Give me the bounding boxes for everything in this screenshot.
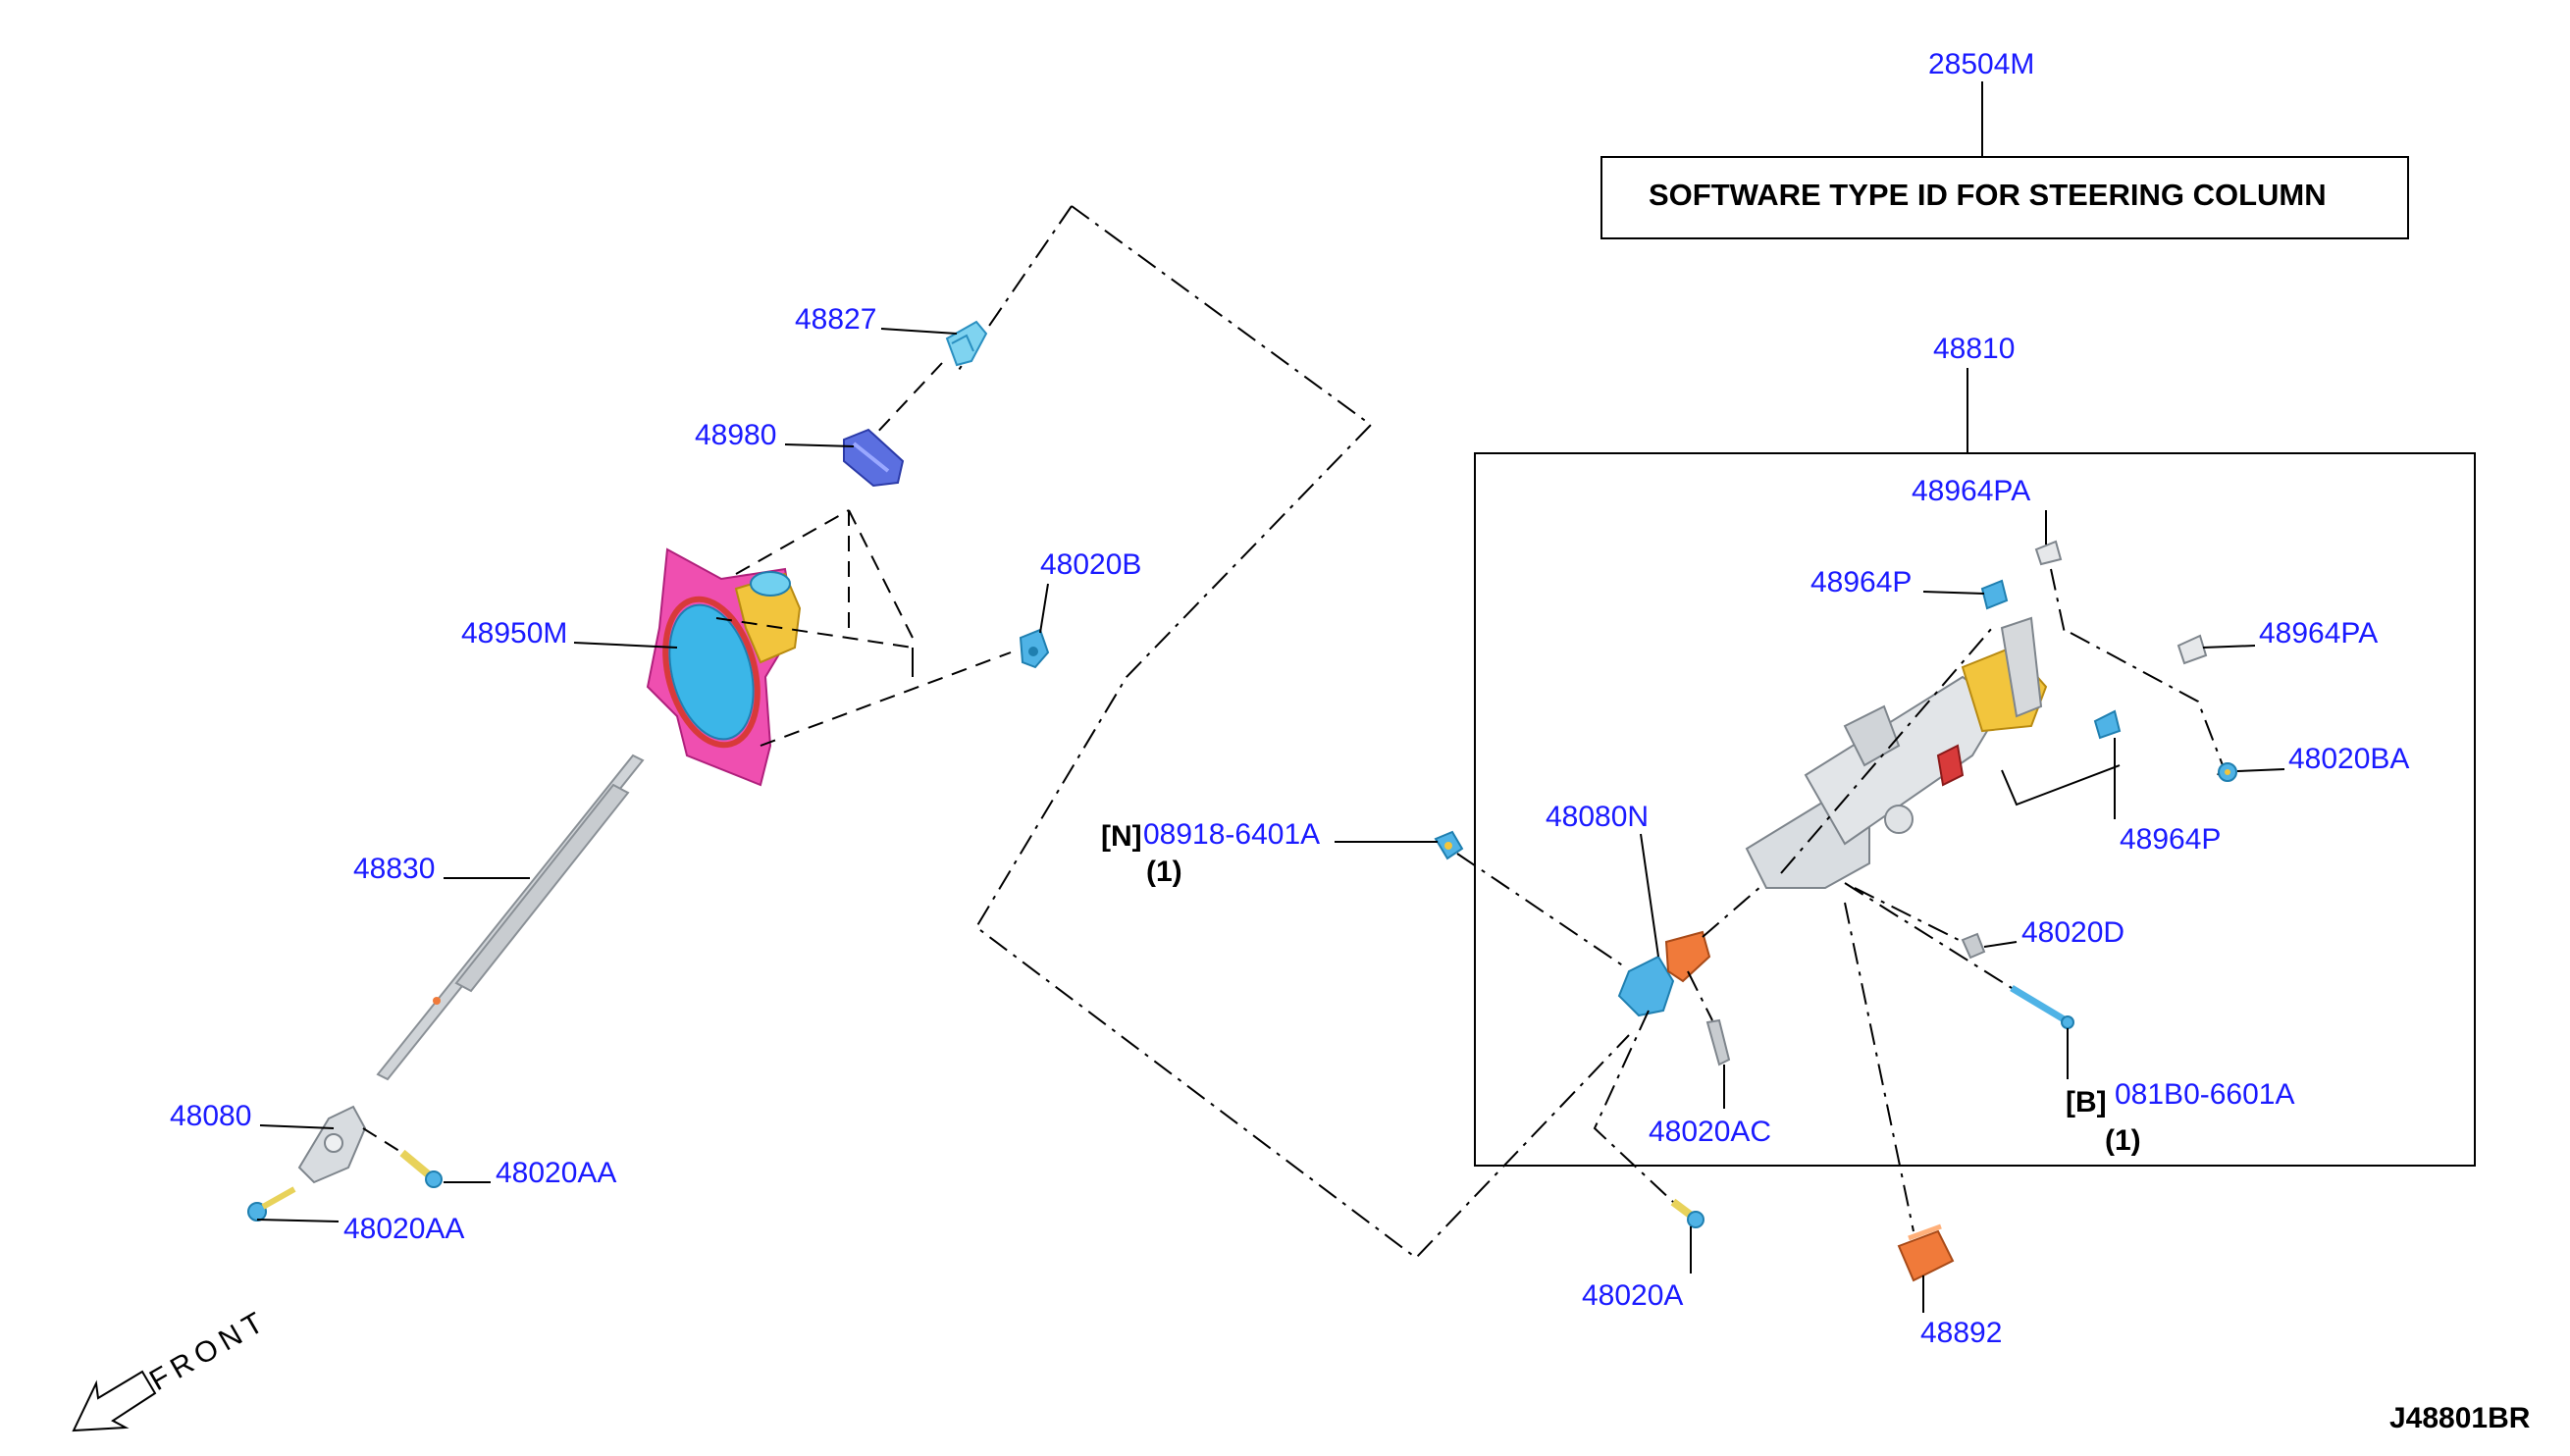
clip-48964P-upper[interactable] <box>1980 579 2009 610</box>
bolt-08918-6401A[interactable] <box>1434 830 1464 860</box>
part-label-48080[interactable]: 48080 <box>170 1100 251 1132</box>
part-label-48964P-lower[interactable]: 48964P <box>2120 823 2221 856</box>
nut-48020BA[interactable] <box>2218 762 2237 782</box>
front-direction-indicator: FRONT <box>72 1304 274 1432</box>
part-prefix-B: [B] <box>2066 1086 2107 1118</box>
bolt-48020D[interactable] <box>1961 932 1986 960</box>
part-label-48020AA-lower[interactable]: 48020AA <box>343 1213 464 1245</box>
bracket-48827[interactable] <box>945 320 988 367</box>
part-label-48892[interactable]: 48892 <box>1920 1317 2002 1349</box>
part-label-48964PA-upper[interactable]: 48964PA <box>1912 475 2030 507</box>
part-qty-08918-6401A: (1) <box>1146 856 1182 888</box>
part-label-48827[interactable]: 48827 <box>795 303 876 336</box>
steering-shaft-48830[interactable] <box>376 754 645 1081</box>
part-label-48020D[interactable]: 48020D <box>2021 916 2124 949</box>
nut-48020B[interactable] <box>1019 628 1050 669</box>
diagram-code: J48801BR <box>2389 1402 2531 1434</box>
bolt-081B0-6601A[interactable] <box>2010 984 2074 1029</box>
part-label-48020BA[interactable]: 48020BA <box>2288 743 2409 775</box>
universal-joint-48080N[interactable] <box>1617 930 1711 1017</box>
part-label-081B0-6601A[interactable]: 081B0-6601A <box>2115 1078 2295 1111</box>
part-label-48020AC[interactable]: 48020AC <box>1649 1116 1771 1148</box>
part-label-48950M[interactable]: 48950M <box>461 617 567 650</box>
software-type-id-text: SOFTWARE TYPE ID FOR STEERING COLUMN <box>1649 178 2327 212</box>
bolt-48020A[interactable] <box>1670 1198 1705 1228</box>
clip-48964PA-upper[interactable] <box>2034 540 2063 566</box>
assembly-boundary-box <box>1474 452 2476 1167</box>
part-label-48020AA-upper[interactable]: 48020AA <box>496 1157 616 1189</box>
part-label-28504M[interactable]: 28504M <box>1928 48 2034 80</box>
software-type-id-box <box>1600 156 2409 239</box>
bolt-48020AA-lower[interactable] <box>247 1186 296 1222</box>
steering-column-assembly-frame: 48810 <box>1474 333 2476 1167</box>
front-label: FRONT <box>144 1304 274 1397</box>
part-label-08918-6401A[interactable]: 08918-6401A <box>1143 818 1320 851</box>
hole-cover-48950M[interactable] <box>646 547 802 787</box>
part-label-48830[interactable]: 48830 <box>353 853 435 885</box>
part-label-48980[interactable]: 48980 <box>695 419 776 451</box>
bolt-48020AA-upper[interactable] <box>399 1149 443 1188</box>
universal-joint-48080[interactable] <box>297 1105 367 1184</box>
bolt-48020AC[interactable] <box>1705 1018 1731 1066</box>
front-arrow-icon <box>72 1370 157 1432</box>
part-qty-081B0-6601A: (1) <box>2105 1124 2141 1157</box>
steering-column-body <box>1745 616 2048 889</box>
part-label-48080N[interactable]: 48080N <box>1546 801 1649 833</box>
part-label-48020A[interactable]: 48020A <box>1582 1279 1683 1312</box>
part-label-48810[interactable]: 48810 <box>1933 333 2015 365</box>
clip-48964P-lower[interactable] <box>2093 709 2122 740</box>
part-label-48964PA-lower[interactable]: 48964PA <box>2259 617 2378 650</box>
dash-guide-48020A <box>1593 1010 1674 1203</box>
dash-dot-guide-middle <box>974 205 1630 1260</box>
bracket-48892[interactable] <box>1897 1223 1955 1282</box>
software-type-id-callout: 28504M SOFTWARE TYPE ID FOR STEERING COL… <box>1600 48 2409 239</box>
clip-48964PA-lower[interactable] <box>2177 634 2208 665</box>
part-label-48020B[interactable]: 48020B <box>1040 548 1141 581</box>
part-prefix-N: [N] <box>1101 820 1142 853</box>
seal-48980[interactable] <box>843 428 905 488</box>
part-label-48964P-upper[interactable]: 48964P <box>1810 566 1912 598</box>
